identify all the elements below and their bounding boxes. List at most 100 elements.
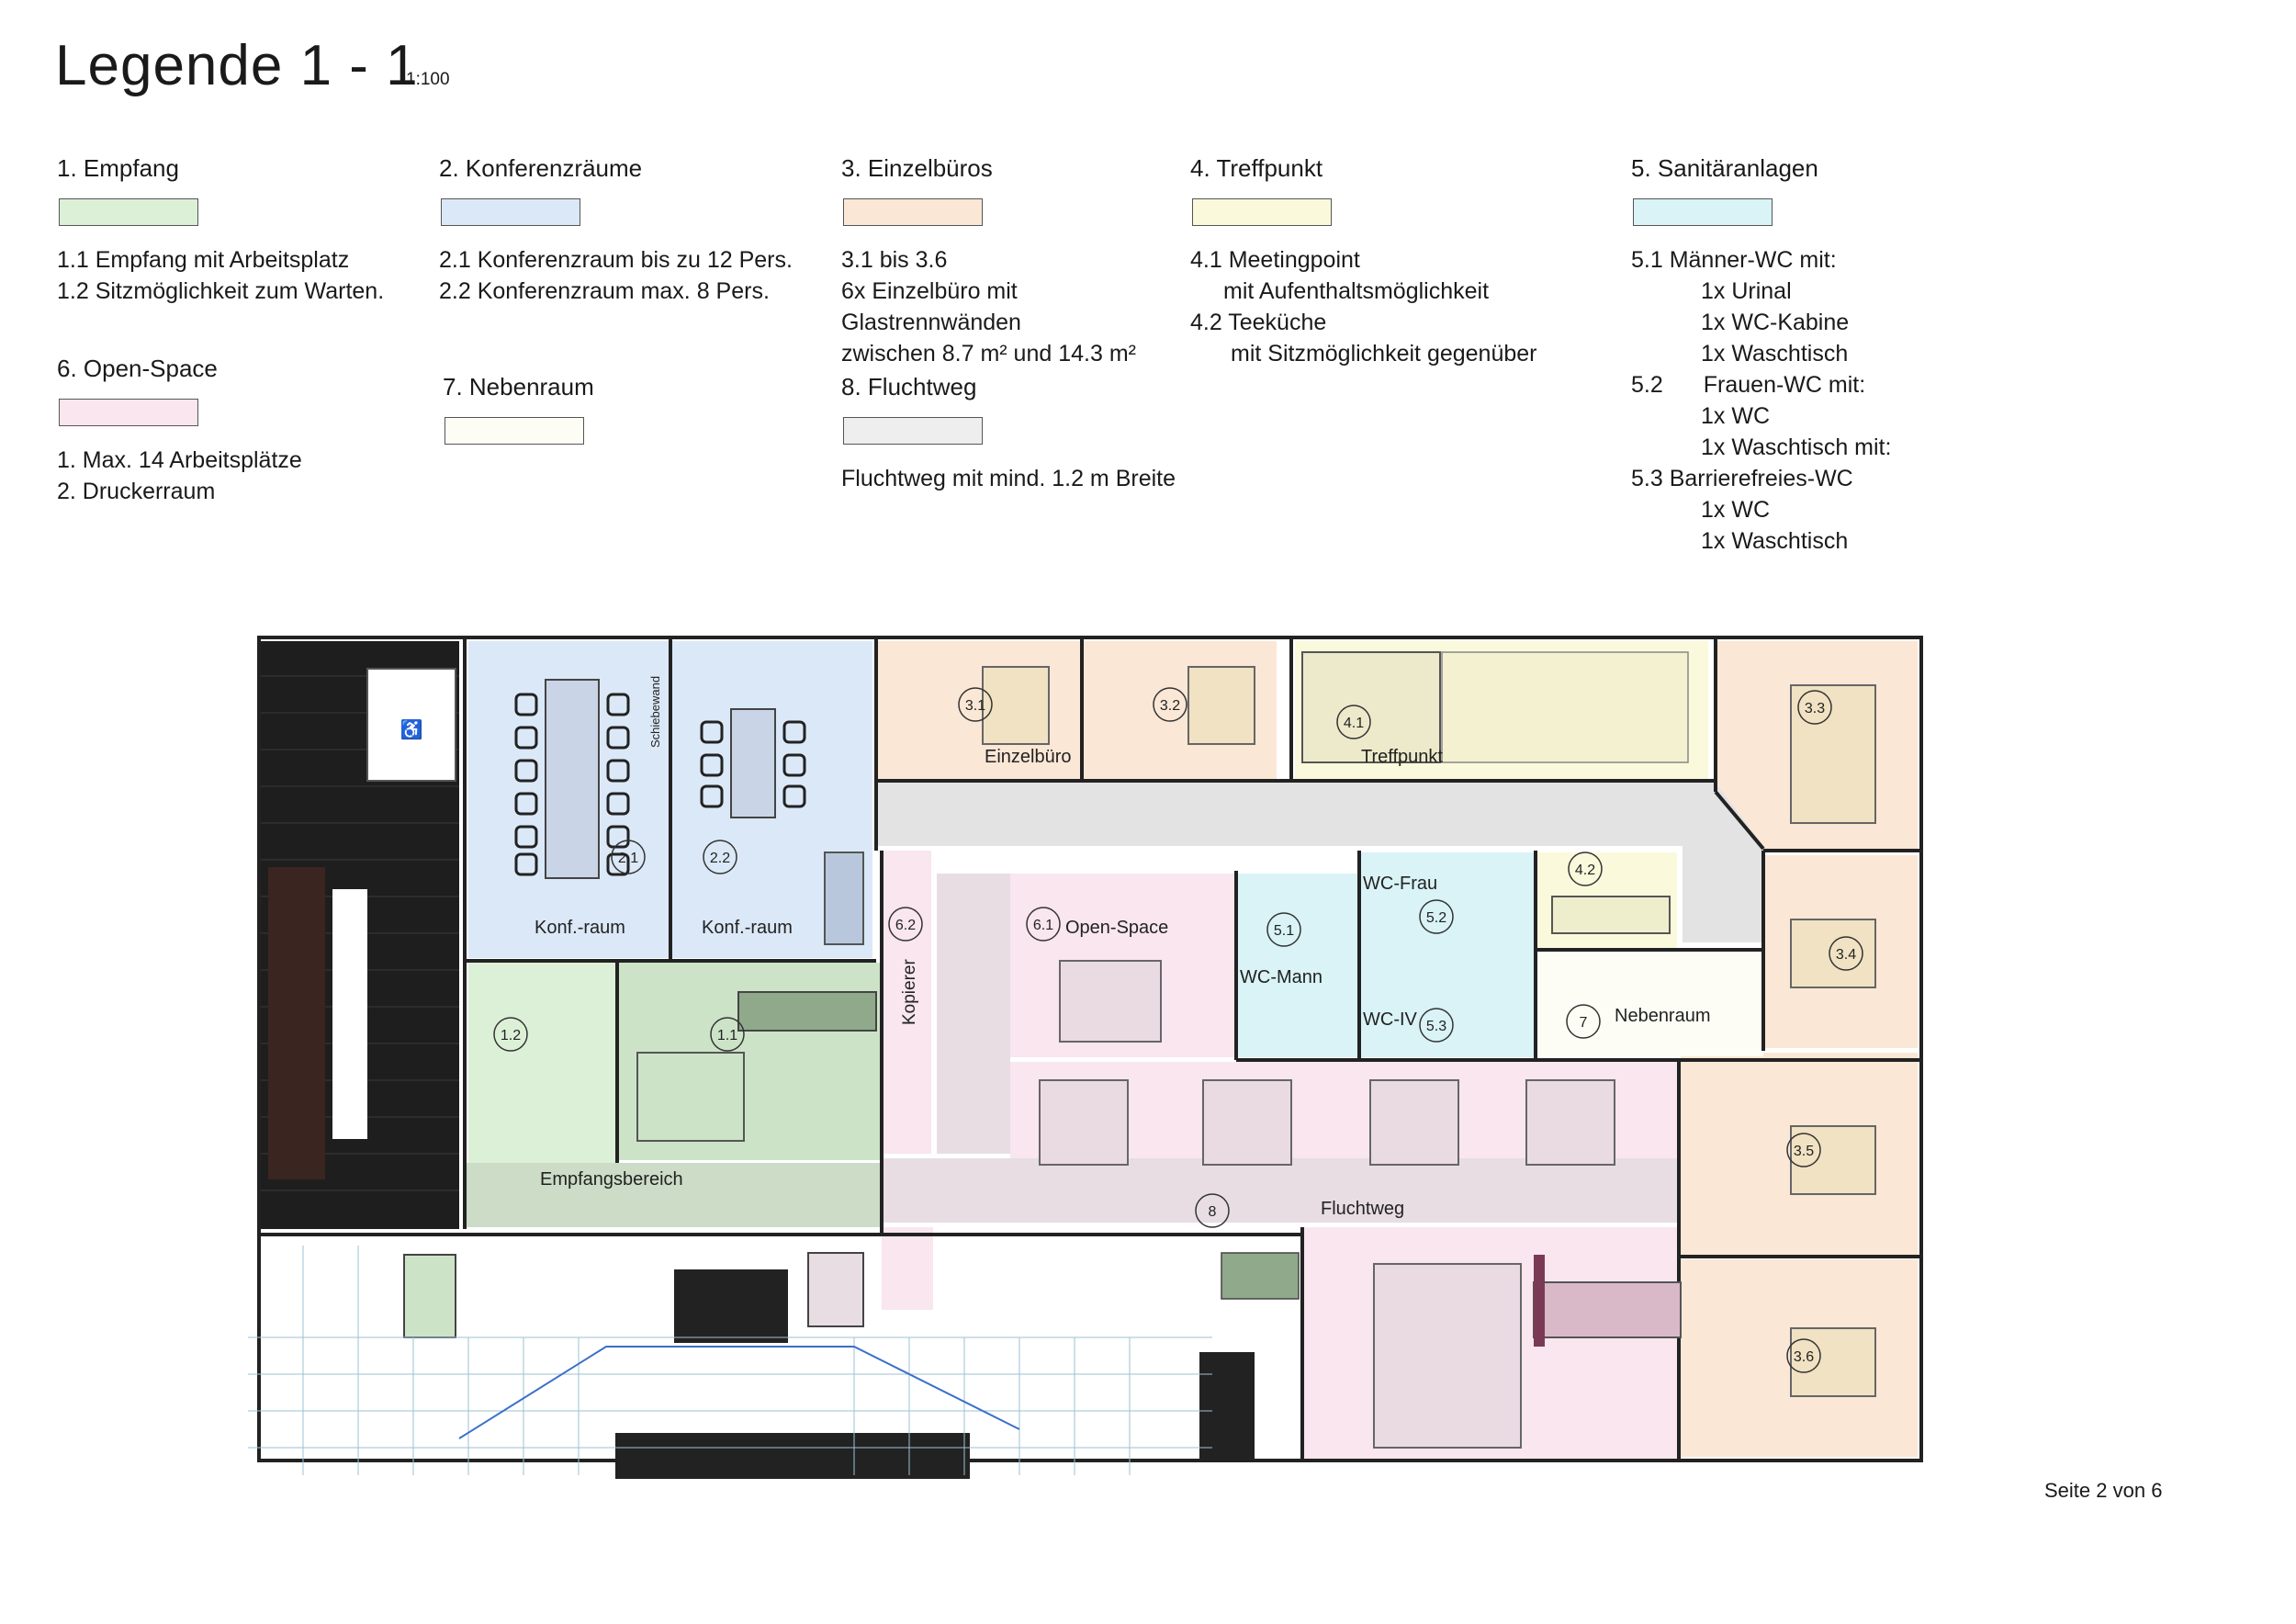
legend-line-text: Frauen-WC mit:	[1703, 372, 1866, 398]
room-marker-circle	[1829, 936, 1863, 971]
legend-line: 2. Druckerraum	[57, 479, 216, 504]
legend-item-sanitaeranlagen: 5. Sanitäranlagen 5.1 Männer-WC mit: 1x …	[1631, 152, 1891, 557]
legend-line: 2.2 Konferenzraum max. 8 Pers.	[439, 278, 770, 304]
legend-item-konferenzraeume: 2. Konferenzräume 2.1 Konferenzraum bis …	[439, 152, 793, 307]
room-marker-circle	[1195, 1193, 1230, 1228]
legend-heading: 2. Konferenzräume	[439, 154, 643, 182]
meeting-tables	[1441, 651, 1689, 763]
conference-table-2	[730, 708, 776, 818]
legend-item-empfang: 1. Empfang 1.1 Empfang mit Arbeitsplatz …	[57, 152, 384, 307]
legend-line: 1x Waschtisch	[1701, 528, 1849, 554]
room-marker-circle	[1419, 1008, 1454, 1043]
room-marker-circle	[1786, 1338, 1821, 1373]
legend-line: 5.2 Frauen-WC mit:	[1631, 369, 1891, 400]
storage-cabinet	[824, 851, 864, 945]
corridor-fluchtweg	[882, 1158, 1677, 1223]
legend-line: 1x WC-Kabine	[1701, 310, 1850, 335]
label-einzelbuero: Einzelbüro	[985, 747, 1072, 767]
label-schiebewand: Schiebewand	[648, 676, 662, 748]
room-marker-label: 3.3	[1805, 701, 1825, 716]
room-marker-label: 3.6	[1794, 1349, 1814, 1365]
room-marker-circle	[1786, 1133, 1821, 1167]
room-marker-circle	[958, 687, 993, 722]
canopy-outline	[458, 1346, 1020, 1439]
room-marker-label: 3.4	[1836, 947, 1856, 963]
room-marker-label: 4.1	[1344, 716, 1364, 731]
legend-swatch	[843, 198, 983, 226]
room-wc-mann	[1238, 874, 1359, 1057]
legend-line: mit Sitzmöglichkeit gegenüber	[1231, 341, 1537, 367]
legend-heading: 3. Einzelbüros	[841, 154, 993, 182]
legend-line: 1.2 Sitzmöglichkeit zum Warten.	[57, 278, 385, 304]
room-marker-label: 5.2	[1426, 910, 1446, 926]
legend-line: 6x Einzelbüro mit	[841, 278, 1018, 304]
corridor-upper	[878, 783, 1763, 942]
legend-line: zwischen 8.7 m² und 14.3 m²	[841, 341, 1136, 367]
room-marker-circle	[493, 1017, 528, 1052]
label-fluchtweg: Fluchtweg	[1321, 1199, 1404, 1219]
legend-line: Glastrennwänden	[841, 310, 1021, 335]
room-marker-circle	[1568, 851, 1603, 886]
label-wc-iv: WC-IV	[1363, 1009, 1418, 1030]
room-marker-circle	[1419, 899, 1454, 934]
shelf	[1533, 1281, 1682, 1338]
label-wc-frau: WC-Frau	[1363, 874, 1437, 894]
label-empfangsbereich: Empfangsbereich	[540, 1169, 683, 1190]
legend-item-fluchtweg: 8. Fluchtweg Fluchtweg mit mind. 1.2 m B…	[841, 371, 1176, 494]
label-wc-mann: WC-Mann	[1240, 967, 1322, 987]
exterior-block-2	[1199, 1352, 1255, 1460]
room-marker-label: 6.2	[895, 918, 916, 933]
entrance-vestibule	[403, 1254, 456, 1338]
scale-label: 1:100	[406, 70, 450, 89]
legend-heading: 7. Nebenraum	[443, 373, 594, 400]
exterior-block-3	[615, 1433, 970, 1479]
room-marker-label: 1.1	[717, 1028, 737, 1043]
label-konf-2: Konf.-raum	[702, 918, 793, 938]
legend-line: 1x WC	[1701, 403, 1770, 429]
room-marker-circle	[888, 907, 923, 942]
legend-heading: 5. Sanitäranlagen	[1631, 154, 1818, 182]
room-nebenraum	[1537, 953, 1763, 1056]
legend-line: 5.3 Barrierefreies-WC	[1631, 466, 1853, 491]
legend-swatch	[59, 399, 198, 426]
room-marker-label: 3.1	[965, 698, 985, 714]
desks	[1039, 960, 1615, 1449]
office-desks	[982, 666, 1876, 1397]
reception-counter	[737, 991, 877, 1032]
legend-line: Fluchtweg mit mind. 1.2 m Breite	[841, 466, 1176, 491]
room-marker-circle	[703, 840, 737, 874]
room-marker-label: 7	[1580, 1015, 1588, 1031]
label-nebenraum: Nebenraum	[1615, 1006, 1711, 1026]
room-marker-label: 6.1	[1033, 918, 1053, 933]
room-kopierer	[882, 851, 931, 1154]
room-marker-label: 3.2	[1160, 698, 1180, 714]
legend-line: 4.1 Meetingpoint	[1190, 247, 1360, 273]
stair-run	[268, 867, 325, 1179]
room-empfangsbereich	[463, 1163, 882, 1227]
page-number: Seite 2 von 6	[2044, 1479, 2163, 1502]
legend-line: 1x WC	[1701, 497, 1770, 523]
side-vestibule	[807, 1252, 864, 1327]
legend-line: 1x Urinal	[1701, 278, 1792, 304]
legend-heading: 4. Treffpunkt	[1190, 154, 1323, 182]
room-marker-label: 3.5	[1794, 1144, 1814, 1159]
legend-line: mit Aufenthaltsmöglichkeit	[1223, 278, 1490, 304]
page-title: Legende 1 - 1	[55, 34, 419, 97]
room-marker-label: 1.2	[501, 1028, 521, 1043]
room-marker-circle	[1153, 687, 1187, 722]
legend-line: 3.1 bis 3.6	[841, 247, 948, 273]
legend-swatch	[441, 198, 580, 226]
elevator	[366, 668, 456, 782]
walls	[257, 636, 1923, 1462]
label-kopierer: Kopierer	[900, 959, 919, 1025]
legend-line: 1. Max. 14 Arbeitsplätze	[57, 447, 302, 473]
legend-line-number: 5.2	[1631, 372, 1663, 398]
legend-line: 5.1 Männer-WC mit:	[1631, 247, 1837, 273]
reception-desk	[636, 1052, 745, 1142]
room-marker-circle	[1797, 690, 1832, 725]
room-marker-label: 4.2	[1575, 863, 1595, 878]
legend-swatch	[445, 417, 584, 445]
legend-line: 1.1 Empfang mit Arbeitsplatz	[57, 247, 350, 273]
legend-line: 4.2 Teeküche	[1190, 310, 1327, 335]
room-marker-label: 2.2	[710, 851, 730, 866]
